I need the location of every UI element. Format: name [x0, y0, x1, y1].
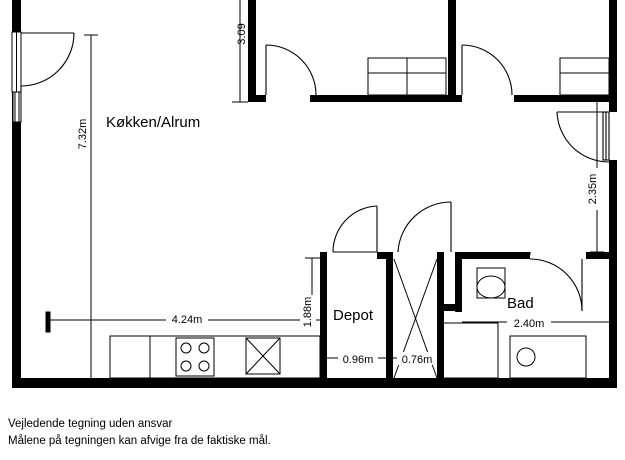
fixtures [109, 57, 610, 379]
dimension-label-closet-width: 0.76m [402, 354, 433, 366]
room-label-kitchen: Køkken/Alrum [106, 114, 200, 131]
dimension-label-right-height: 2.35m [587, 174, 599, 205]
doors [20, 32, 610, 312]
dimension-label-depot-width: 0.96m [343, 354, 374, 366]
disclaimer-line-1: Vejledende tegning uden ansvar [8, 418, 173, 430]
dimension-label-kitchen-height: 7.32m [77, 119, 89, 150]
walls [12, 0, 617, 388]
disclaimer-line-2: Målene på tegningen kan afvige fra de fa… [8, 435, 271, 447]
dimension-label-kitchen-width: 4.24m [172, 314, 203, 326]
dimension-label-top-height: 3.09 [236, 23, 248, 44]
dimension-label-depot-height: 1.88m [302, 297, 314, 328]
room-label-bath: Bad [507, 295, 534, 312]
room-label-depot: Depot [333, 307, 374, 324]
dimension-label-bath-width: 2.40m [514, 318, 545, 330]
left-wall-windows [11, 31, 51, 333]
